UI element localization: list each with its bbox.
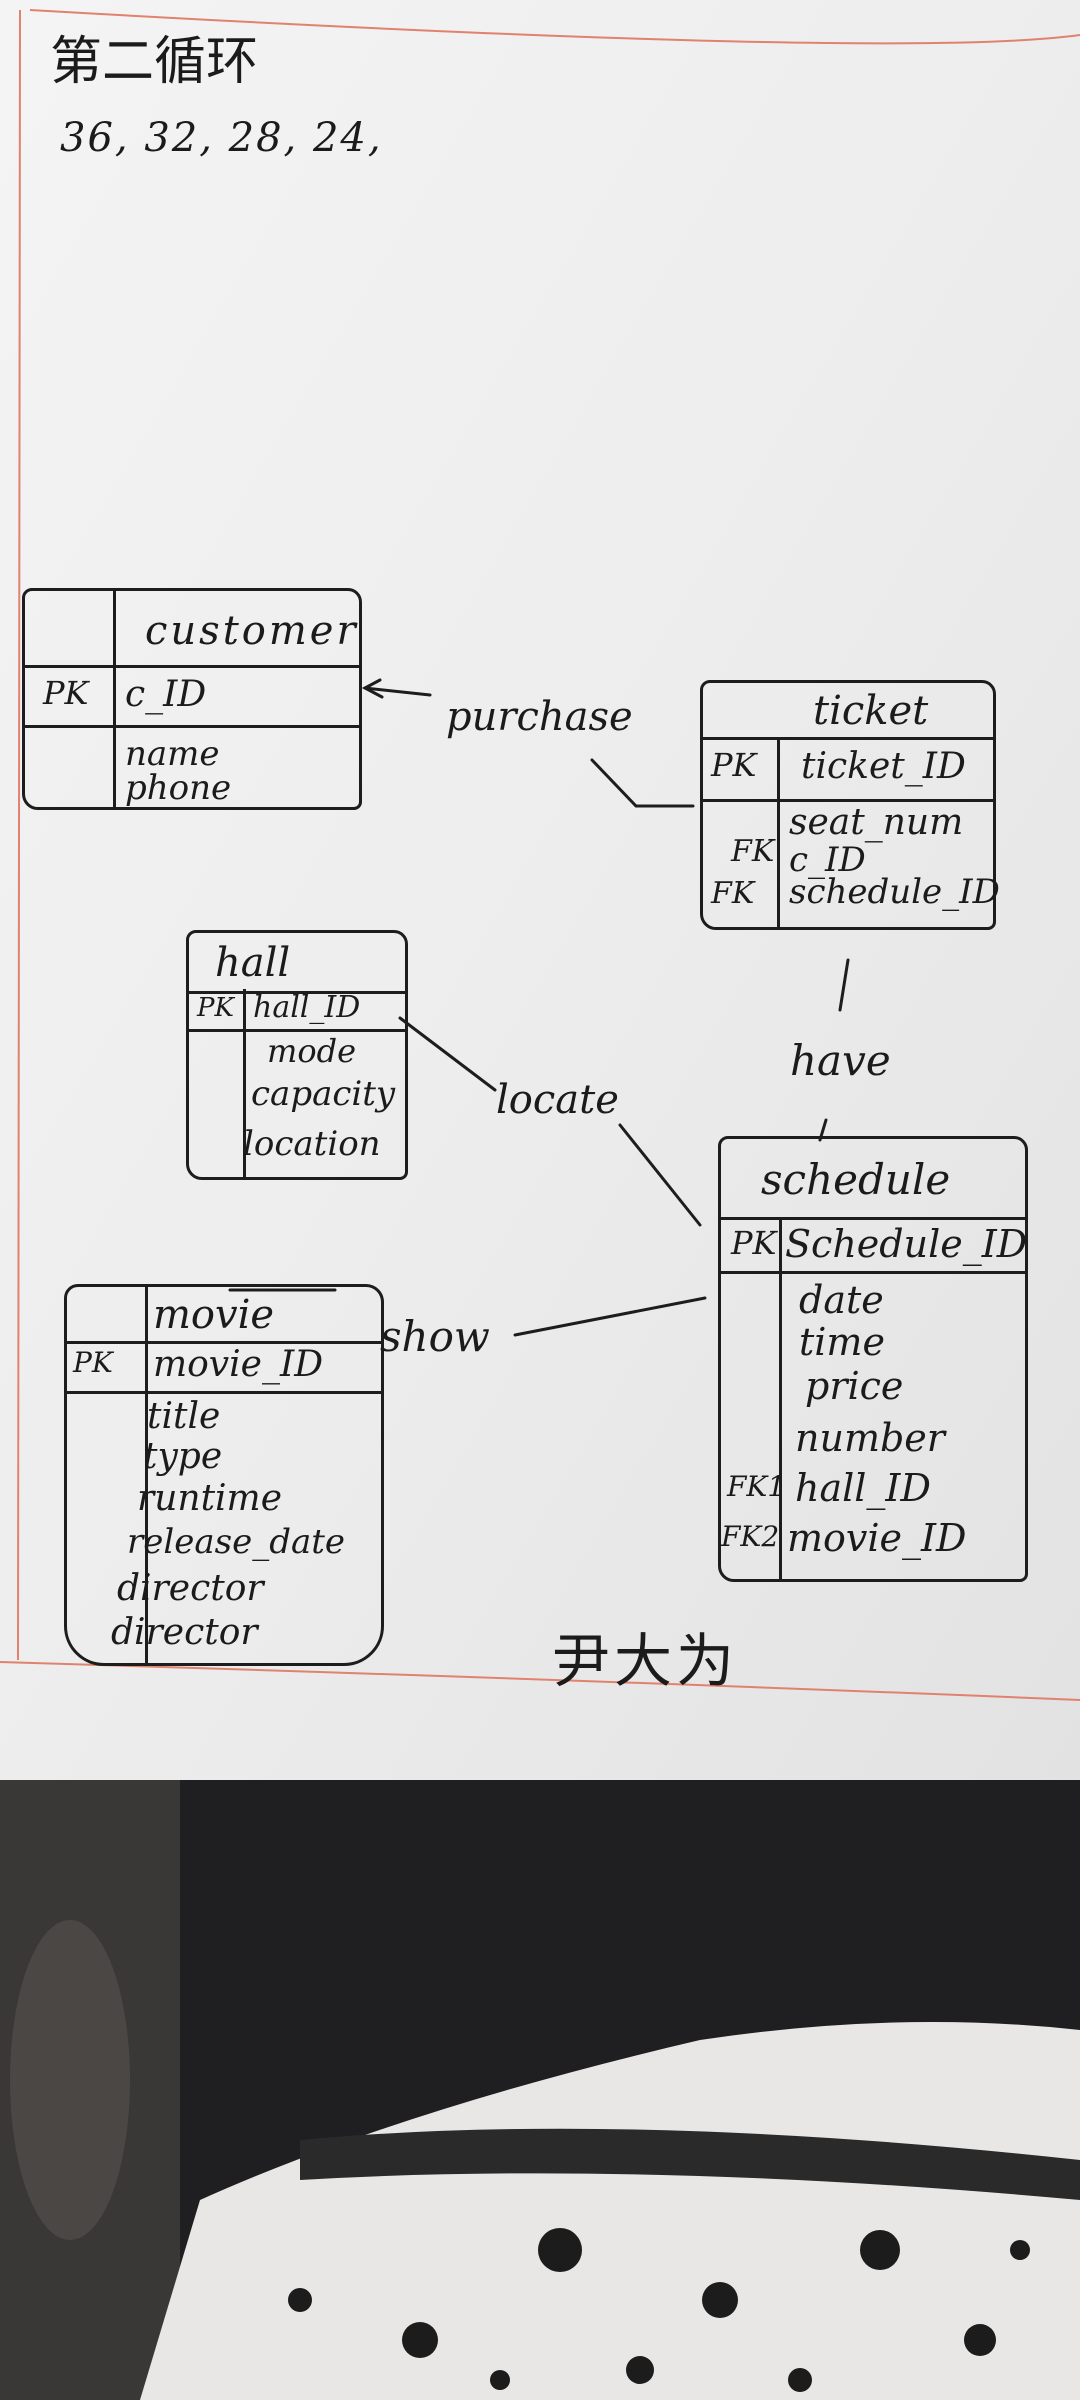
movie-attr-release-date: release_date — [127, 1522, 346, 1562]
left-margin-line — [17, 9, 21, 1661]
customer-header: customer — [25, 591, 359, 668]
relationship-lines — [228, 678, 850, 1337]
movie-attr-director-1: director — [117, 1568, 264, 1609]
have-line-top — [838, 958, 850, 1012]
schedule-fk-tag-1: FK1 — [727, 1470, 786, 1503]
customer-pk-tag: PK — [43, 674, 89, 712]
schedule-attr-time: time — [799, 1320, 885, 1364]
ticket-attr-schedule-id: schedule_ID — [789, 872, 1000, 912]
relationship-label-have: have — [790, 1036, 891, 1085]
hall-pk-tag: PK — [197, 993, 234, 1023]
customer-pk-field: c_ID — [125, 674, 207, 715]
ticket-pk-field: ticket_ID — [801, 746, 966, 787]
hall-attr-location: location — [243, 1124, 381, 1164]
entity-customer: customer PK c_ID name phone — [22, 588, 362, 810]
entity-movie: movie PK movie_ID title type runtime rel… — [64, 1284, 384, 1666]
customer-divider — [113, 591, 116, 807]
ticket-attr-seat-num: seat_num — [789, 802, 964, 843]
customer-key-row: PK c_ID — [25, 665, 359, 728]
relationship-label-locate: locate — [496, 1077, 619, 1123]
ticket-header: ticket — [703, 683, 993, 740]
schedule-pk-tag: PK — [731, 1224, 777, 1262]
relationship-label-purchase: purchase — [446, 694, 633, 740]
bottom-margin-line — [0, 1661, 1080, 1701]
entity-title-hall: hall — [215, 940, 291, 986]
purchase-arrow-line — [363, 686, 432, 697]
hall-key-row: PK hall_ID — [189, 991, 405, 1032]
hall-attr-mode: mode — [267, 1032, 357, 1070]
paper-sheet — [0, 0, 1080, 1820]
entity-hall: hall PK hall_ID mode capacity location — [186, 930, 408, 1180]
schedule-pk-field: Schedule_ID — [785, 1222, 1028, 1266]
customer-attr-phone: phone — [125, 768, 232, 808]
locate-line-right — [618, 1123, 702, 1227]
movie-attr-type: type — [143, 1436, 223, 1477]
page-title: 第二循环 — [50, 32, 259, 92]
schedule-attr-hall-id: hall_ID — [795, 1466, 931, 1510]
movie-pk-field: movie_ID — [153, 1344, 324, 1385]
entity-title-ticket: ticket — [813, 688, 929, 734]
entity-title-schedule: schedule — [761, 1155, 951, 1204]
movie-attr-director-2: director — [111, 1612, 258, 1653]
purchase-line-to-ticket — [590, 758, 695, 808]
entity-title-movie: movie — [153, 1292, 275, 1338]
schedule-fk-tag-2: FK2 — [721, 1520, 780, 1553]
movie-attr-runtime: runtime — [137, 1478, 283, 1519]
ticket-pk-tag: PK — [711, 746, 757, 784]
signature: 尹大为 — [552, 1627, 739, 1695]
top-margin-line — [29, 9, 1080, 45]
schedule-attr-number: number — [795, 1416, 945, 1460]
movie-attr-title: title — [147, 1396, 221, 1437]
hall-pk-field: hall_ID — [253, 990, 361, 1025]
entity-schedule: schedule PK Schedule_ID date time price … — [718, 1136, 1028, 1582]
background-cloth — [0, 1780, 1080, 2400]
locate-line-left — [398, 1016, 497, 1092]
ticket-fk-tag-2: FK — [711, 876, 755, 911]
hall-divider — [243, 989, 246, 1177]
movie-pk-tag: PK — [73, 1346, 113, 1379]
schedule-attr-date: date — [799, 1278, 884, 1322]
ticket-key-row: PK ticket_ID — [703, 737, 993, 802]
entity-ticket: ticket PK ticket_ID seat_num FK c_ID FK … — [700, 680, 1000, 930]
show-line — [513, 1296, 707, 1337]
schedule-header: schedule — [721, 1139, 1025, 1220]
schedule-attr-price: price — [805, 1364, 904, 1408]
schedule-divider — [779, 1217, 782, 1579]
ticket-divider — [777, 739, 780, 927]
purchase-arrowhead — [361, 678, 384, 699]
schedule-attr-movie-id: movie_ID — [787, 1516, 967, 1560]
hall-attr-capacity: capacity — [251, 1074, 396, 1114]
movie-key-row: PK movie_ID — [67, 1341, 381, 1394]
movie-divider — [145, 1287, 148, 1663]
hall-header: hall — [189, 933, 405, 994]
customer-attr-name: name — [125, 734, 220, 774]
ticket-fk-tag-1: FK — [731, 834, 775, 869]
movie-header: movie — [67, 1287, 381, 1344]
ticket-attr-c-id: c_ID — [789, 840, 866, 880]
relationship-label-show: show — [380, 1312, 490, 1361]
schedule-key-row: PK Schedule_ID — [721, 1217, 1028, 1274]
entity-title-customer: customer — [145, 608, 359, 654]
number-sequence: 36, 32, 28, 24, — [60, 115, 383, 161]
